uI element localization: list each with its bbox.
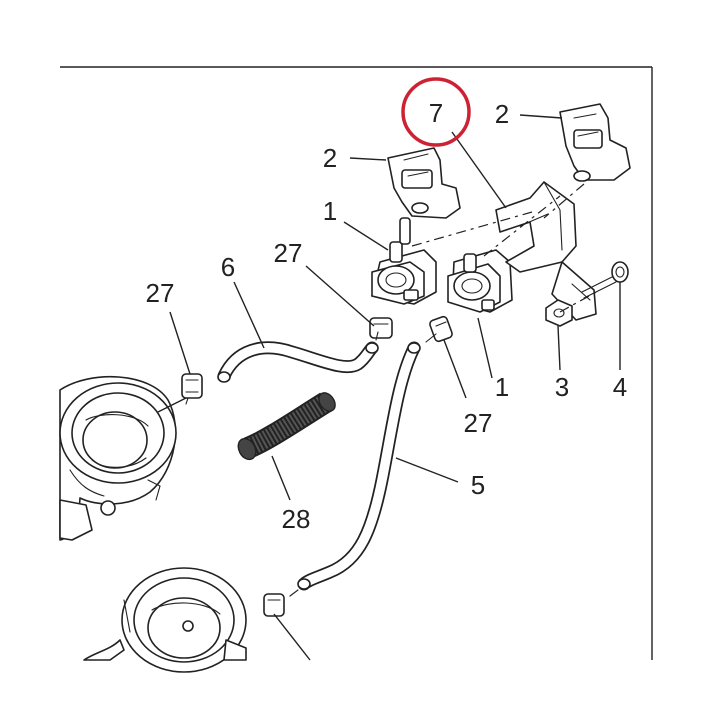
throttle-body-lower <box>83 567 247 673</box>
hose-6 <box>217 341 379 383</box>
assembly-lines <box>411 183 601 313</box>
callout-27-left: 27 <box>146 278 175 308</box>
connector-2-right <box>559 103 631 182</box>
throttle-body-upper <box>59 375 177 541</box>
callout-1-bottom: 1 <box>495 372 509 402</box>
sensor-1-left <box>371 241 437 305</box>
clamp-27-bottom <box>263 593 285 617</box>
bolt-4 <box>581 261 629 299</box>
callout-3: 3 <box>555 372 569 402</box>
clamp-27-right <box>429 315 453 343</box>
callout-2-left: 2 <box>323 143 337 173</box>
callout-4: 4 <box>613 372 627 402</box>
diagram-frame <box>60 66 653 660</box>
sensor-1-right <box>447 249 513 313</box>
callout-28: 28 <box>282 504 311 534</box>
callout-1-top: 1 <box>323 196 337 226</box>
callout-6: 6 <box>221 252 235 282</box>
callout-27-bottom: 27 <box>464 408 493 438</box>
callout-27-mid: 27 <box>274 238 303 268</box>
nut-3 <box>545 299 573 327</box>
callout-2-right: 2 <box>495 99 509 129</box>
highlight-circle <box>401 77 471 147</box>
hose-nozzles <box>185 331 437 597</box>
connector-2-left <box>387 147 461 245</box>
callout-5: 5 <box>471 470 485 500</box>
hose-5 <box>297 341 421 591</box>
corrugated-sleeve-28 <box>237 392 336 461</box>
leader-lines <box>157 114 621 661</box>
clamp-27-left <box>181 373 203 399</box>
clamp-27-mid <box>369 317 393 339</box>
callout-7: 7 <box>429 98 443 128</box>
